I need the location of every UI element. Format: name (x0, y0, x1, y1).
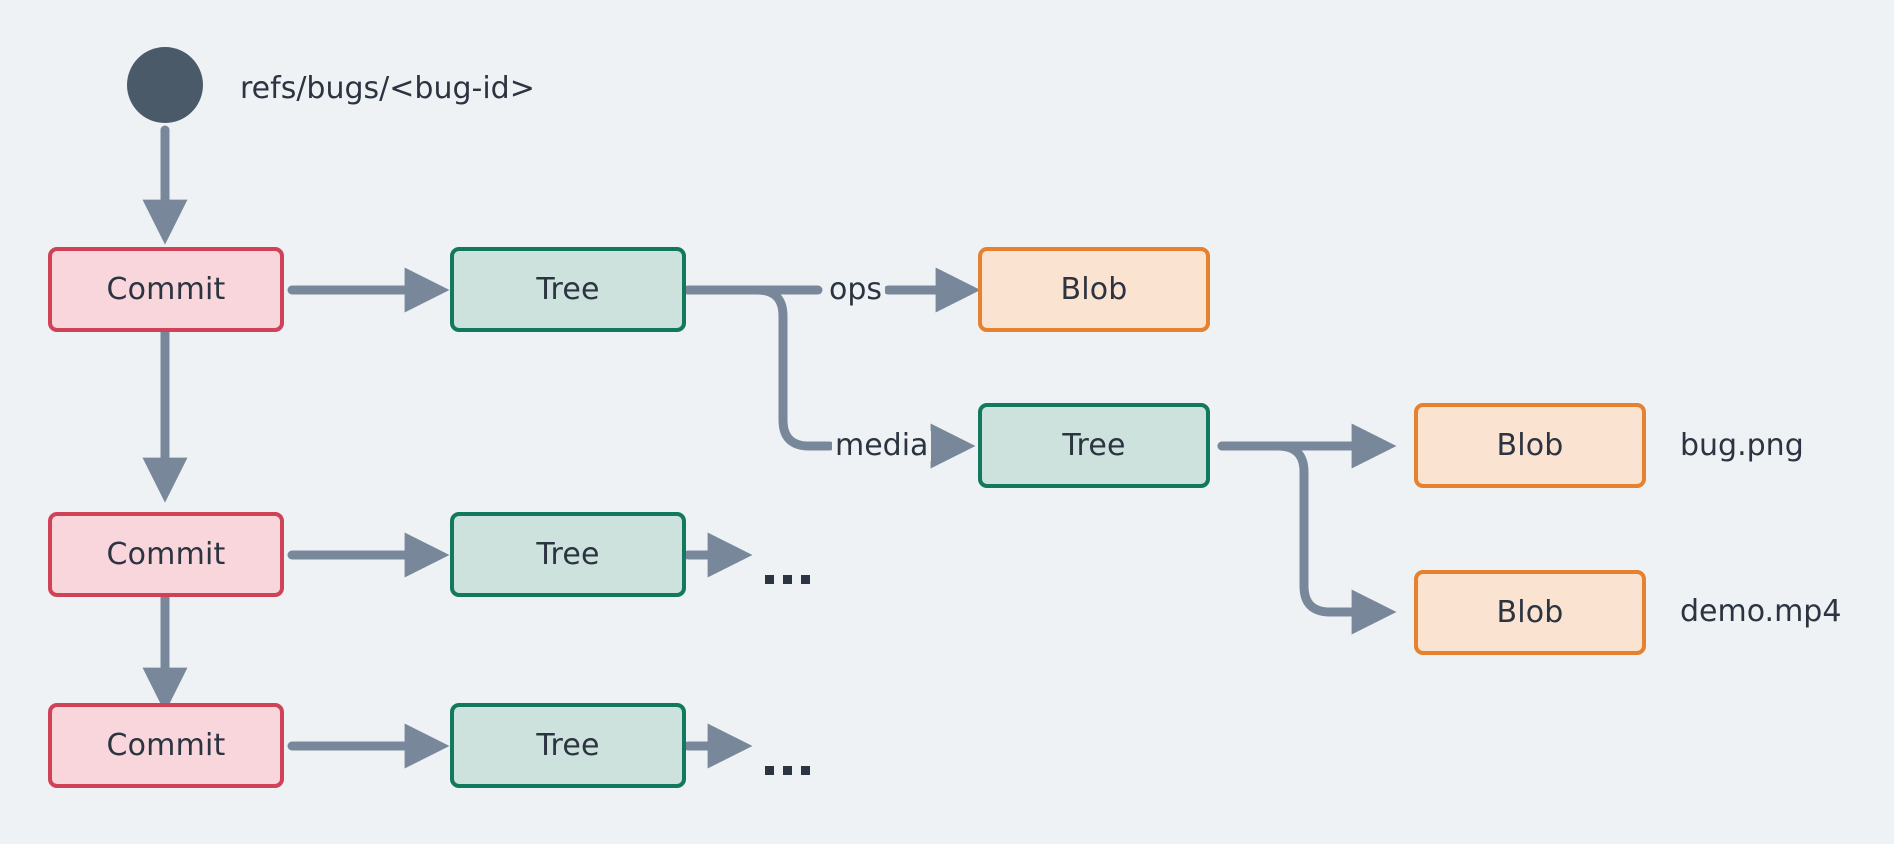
ref-dot-icon (127, 47, 203, 123)
node-commit-3[interactable]: Commit (48, 703, 284, 788)
node-commit-2-label: Commit (106, 537, 226, 572)
ellipsis-dot (765, 766, 774, 775)
ellipsis-dot (783, 766, 792, 775)
ellipsis-dot (801, 575, 810, 584)
node-blob-ops-label: Blob (1060, 272, 1128, 307)
node-tree-1[interactable]: Tree (450, 247, 686, 332)
node-commit-1[interactable]: Commit (48, 247, 284, 332)
ellipsis-dot (765, 575, 774, 584)
node-blob-bug-png-label: Blob (1496, 428, 1564, 463)
node-blob-demo-mp4-label: Blob (1496, 595, 1564, 630)
node-commit-3-label: Commit (106, 728, 226, 763)
node-tree-3-label: Tree (536, 728, 600, 763)
node-blob-ops[interactable]: Blob (978, 247, 1210, 332)
node-tree-media-label: Tree (1062, 428, 1126, 463)
ellipsis-row-3 (765, 766, 810, 775)
file-label-bug-png: bug.png (1680, 428, 1804, 463)
ellipsis-dot (801, 766, 810, 775)
node-tree-media[interactable]: Tree (978, 403, 1210, 488)
node-blob-demo-mp4[interactable]: Blob (1414, 570, 1646, 655)
node-blob-bug-png[interactable]: Blob (1414, 403, 1646, 488)
node-tree-3[interactable]: Tree (450, 703, 686, 788)
node-tree-2[interactable]: Tree (450, 512, 686, 597)
ref-label: refs/bugs/<bug-id> (240, 71, 535, 106)
edge-label-media: media (832, 431, 932, 461)
edge-treemedia-to-demomp4 (1217, 441, 1397, 635)
ellipsis-dot (783, 575, 792, 584)
node-commit-1-label: Commit (106, 272, 226, 307)
file-label-demo-mp4: demo.mp4 (1680, 594, 1842, 629)
edge-tree1-to-media (683, 285, 835, 451)
node-tree-1-label: Tree (536, 272, 600, 307)
node-commit-2[interactable]: Commit (48, 512, 284, 597)
node-tree-2-label: Tree (536, 537, 600, 572)
edge-label-ops: ops (826, 275, 886, 305)
ellipsis-row-2 (765, 575, 810, 584)
